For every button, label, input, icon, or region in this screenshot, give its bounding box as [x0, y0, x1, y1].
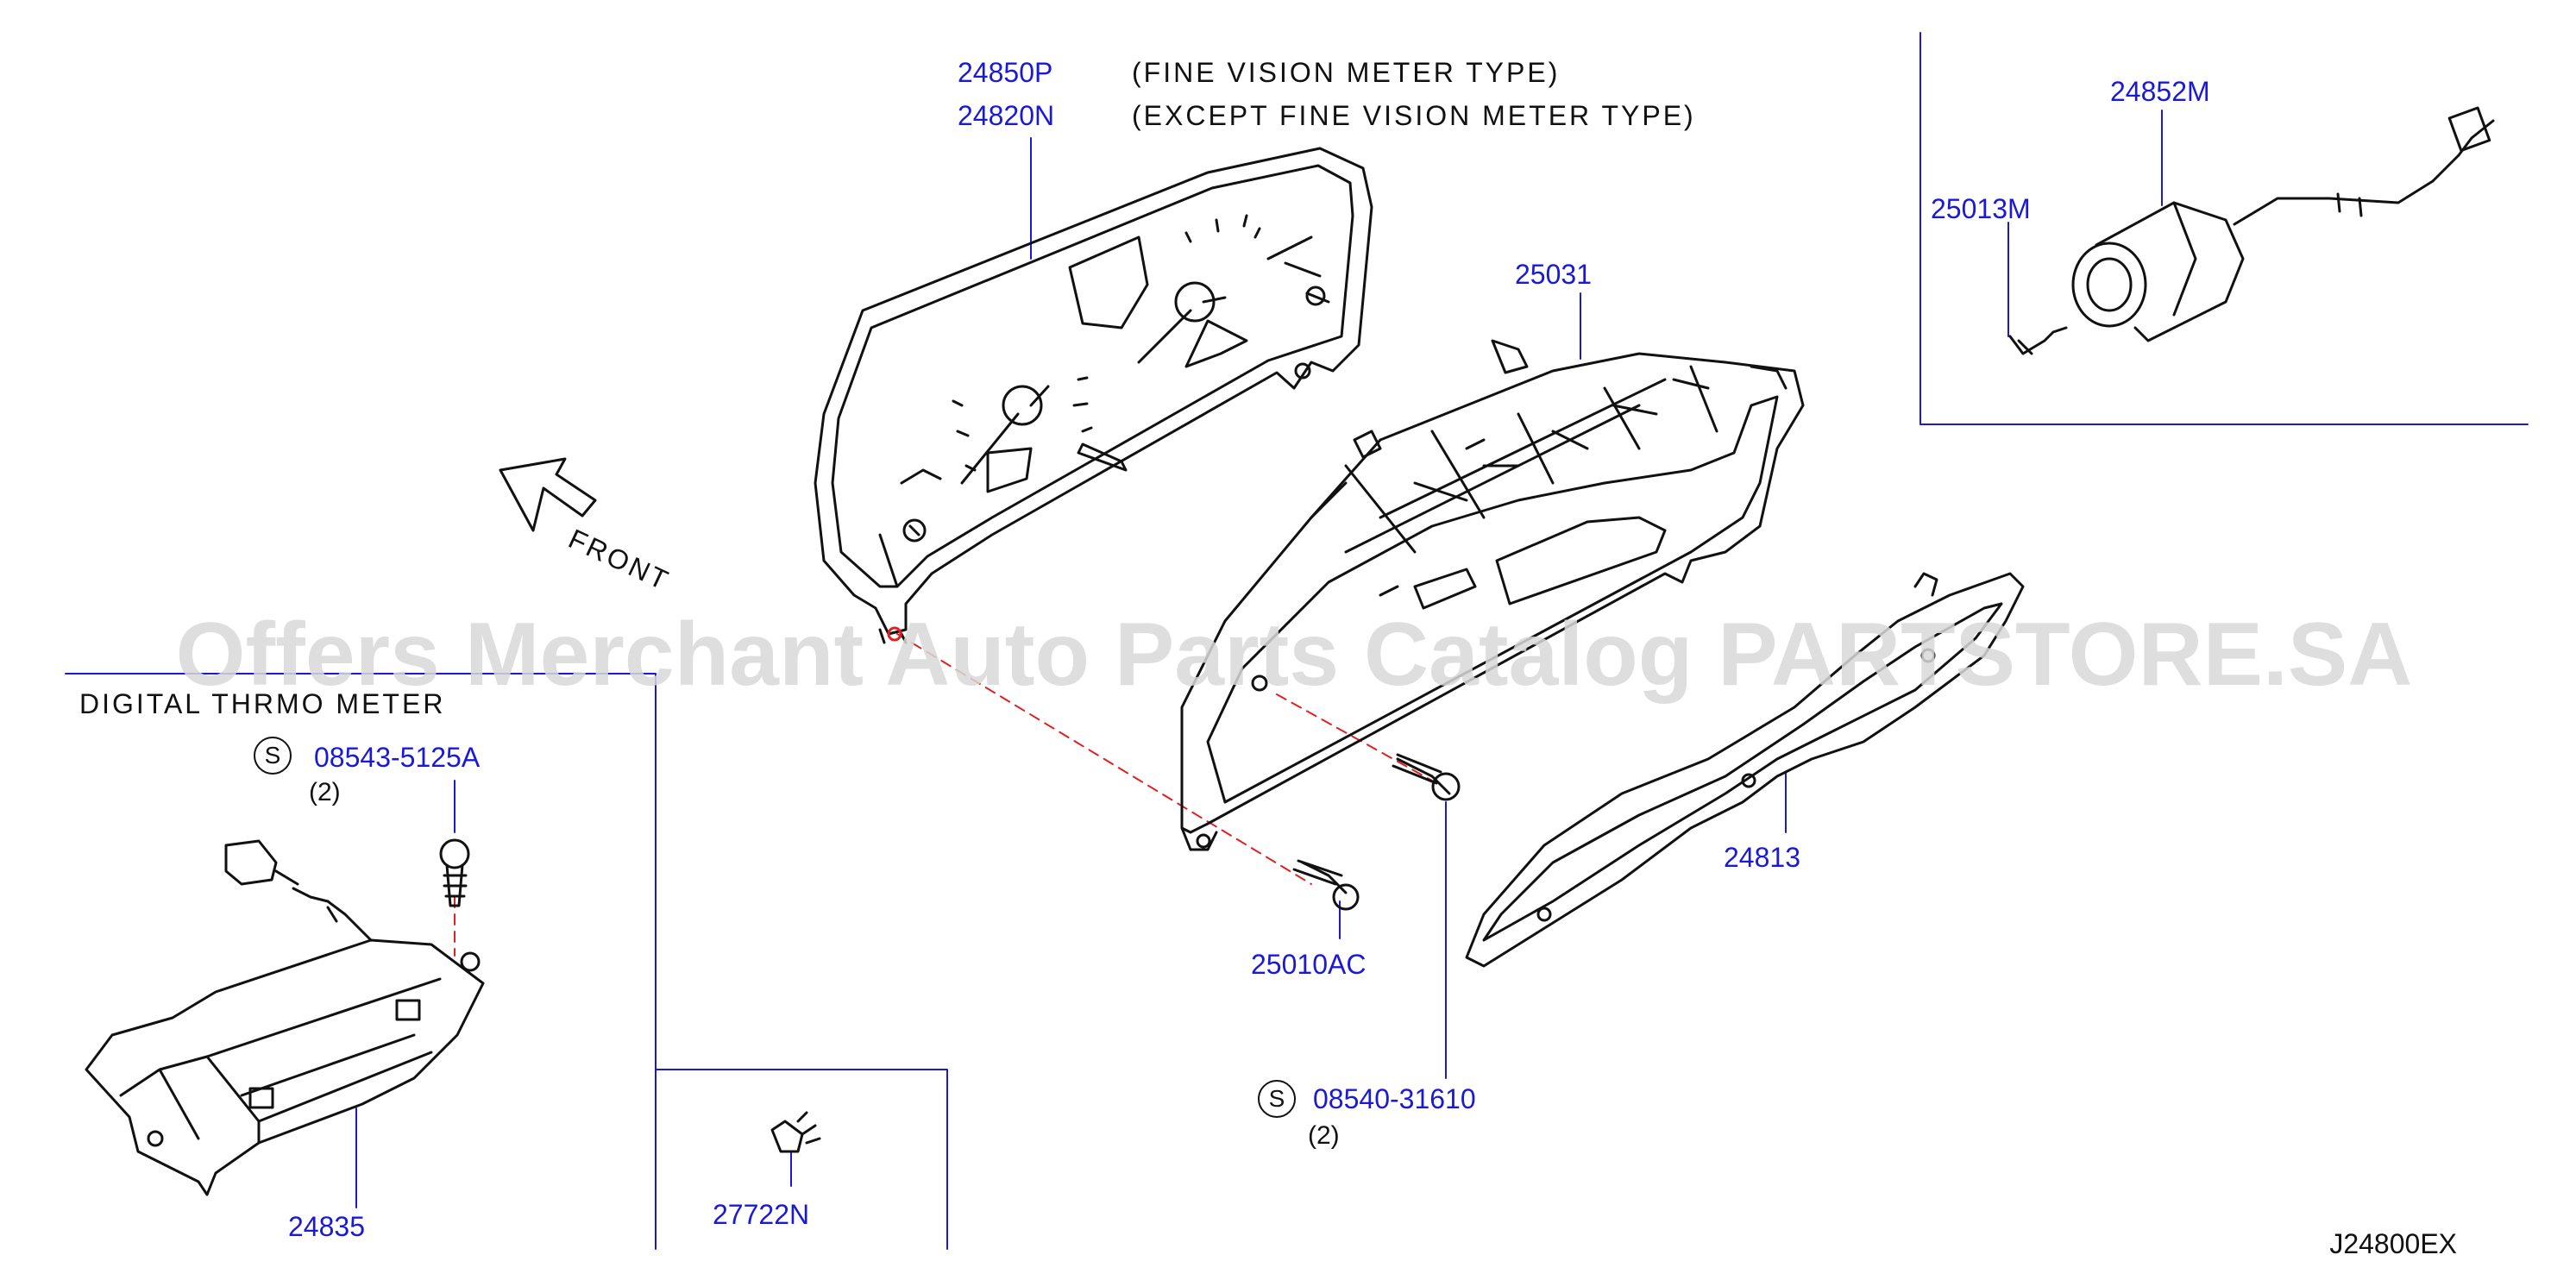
s-mark-08540: S: [1258, 1080, 1296, 1118]
front-arrow: [499, 457, 597, 532]
part-label-24835[interactable]: 24835: [288, 1211, 365, 1242]
qty-08543: (2): [309, 778, 341, 806]
leader-lines: [355, 110, 2163, 1208]
part-label-24813[interactable]: 24813: [1724, 842, 1800, 873]
speed-sensor: [2008, 106, 2495, 355]
part-label-25013m[interactable]: 25013M: [1931, 193, 2031, 224]
hidden-lines: [454, 633, 1433, 957]
bulb-socket: [770, 1111, 821, 1153]
qty-08540: (2): [1308, 1121, 1340, 1150]
s-mark-08543: S: [254, 737, 292, 775]
part-label-27722n[interactable]: 27722N: [713, 1199, 810, 1230]
meter-bracket: [1465, 572, 2025, 968]
part-label-08543-5125a[interactable]: 08543-5125A: [314, 742, 481, 773]
meter-mask: [1180, 339, 1805, 851]
part-label-24850p[interactable]: 24850P: [958, 57, 1053, 88]
section-title-digital-thermo-meter: DIGITAL THRMO METER: [79, 688, 446, 719]
note-fine-vision: (FINE VISION METER TYPE): [1132, 57, 1561, 88]
thermo-meter: [85, 838, 485, 1196]
diagram-code: J24800EX: [2329, 1228, 2457, 1259]
part-label-25031[interactable]: 25031: [1515, 259, 1592, 290]
combination-meter: [814, 147, 1373, 644]
part-label-08540-31610[interactable]: 08540-31610: [1313, 1083, 1476, 1114]
part-label-25010ac[interactable]: 25010AC: [1251, 949, 1367, 980]
section-frames: [65, 32, 2529, 1250]
screws: [1292, 753, 1461, 911]
part-label-24852m[interactable]: 24852M: [2110, 76, 2210, 107]
note-except-fine-vision: (EXCEPT FINE VISION METER TYPE): [1132, 100, 1696, 131]
part-label-24820n[interactable]: 24820N: [958, 100, 1055, 131]
